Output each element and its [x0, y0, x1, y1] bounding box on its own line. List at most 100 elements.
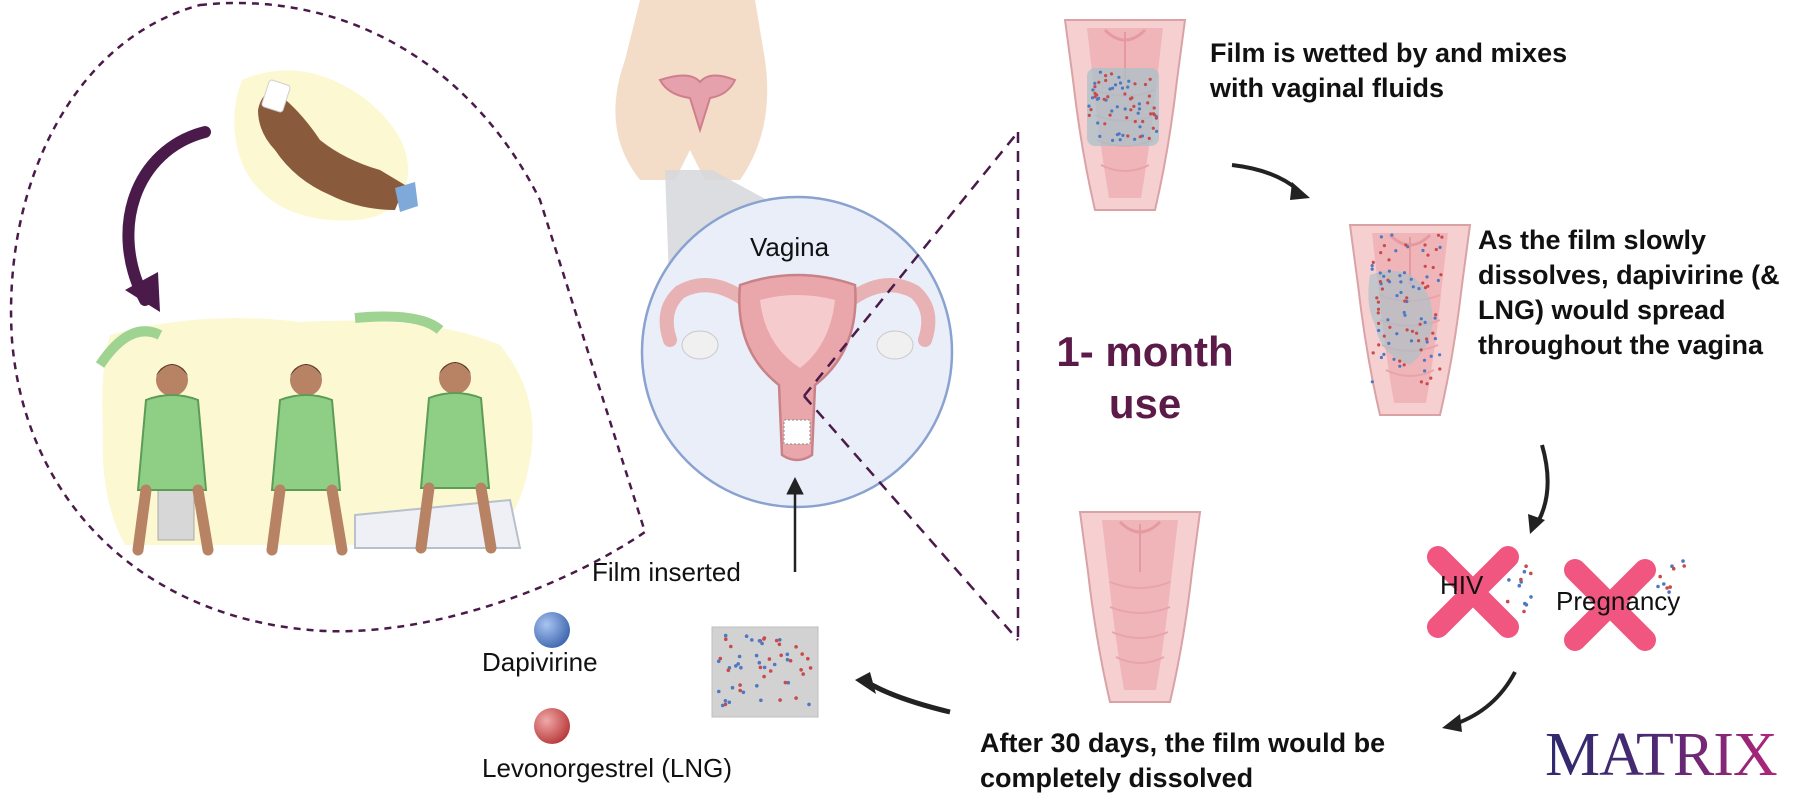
particle-dot	[739, 666, 743, 670]
particle-dot	[1426, 340, 1429, 343]
particle-dot	[799, 668, 803, 672]
particle-dot	[773, 663, 777, 667]
particle-dot	[1127, 80, 1130, 83]
particle-dot	[1658, 575, 1662, 579]
torso-illustration	[615, 0, 767, 180]
particle-dot	[1129, 108, 1132, 111]
particle-dot	[1098, 135, 1101, 138]
particle-dot	[1149, 78, 1152, 81]
particle-dot	[1425, 275, 1428, 278]
particle-dot	[1375, 296, 1378, 299]
particle-dot	[1155, 117, 1158, 120]
particle-dot	[1108, 87, 1111, 90]
particle-dot	[1403, 363, 1406, 366]
particle-dot	[1388, 280, 1391, 283]
particle-dot	[1529, 572, 1533, 576]
particle-dot	[738, 683, 742, 687]
particle-dot	[1434, 313, 1437, 316]
particle-dot	[1424, 286, 1427, 289]
particle-dot	[1682, 564, 1686, 568]
particle-dot	[1104, 79, 1107, 82]
particle-dot	[809, 666, 813, 670]
vaginal-tissue-icon	[1080, 512, 1200, 702]
particle-dot	[1435, 248, 1438, 251]
particle-dot	[789, 659, 793, 663]
particle-dot	[1121, 134, 1124, 137]
duration-label: 1- month use	[1035, 326, 1255, 430]
particle-dot	[1430, 355, 1433, 358]
legend-lng-marker	[534, 708, 570, 744]
particle-dot	[1388, 326, 1391, 329]
particle-dot	[1437, 279, 1440, 282]
particle-dot	[1507, 578, 1511, 582]
particle-dot	[1103, 122, 1106, 125]
particle-dot	[807, 703, 811, 707]
particle-dot	[1377, 311, 1380, 314]
hand-holding-film-icon	[234, 70, 418, 220]
vaginal-tissue-icon	[1350, 225, 1470, 415]
particle-dot	[1141, 120, 1144, 123]
step-arrow	[1442, 672, 1515, 732]
arrow-to-film	[855, 672, 950, 712]
particle-dot	[759, 699, 763, 703]
particle-dot	[1152, 112, 1155, 115]
matrix-logo: MATRIX	[1545, 722, 1777, 788]
particle-dot	[762, 675, 766, 679]
particle-dot	[738, 655, 742, 659]
particle-dot	[1106, 95, 1109, 98]
particle-dot	[1137, 112, 1140, 115]
particle-dot	[1371, 268, 1374, 271]
particle-dot	[1519, 578, 1523, 582]
particle-dot	[1421, 281, 1424, 284]
particle-dot	[1417, 339, 1420, 342]
particle-dot	[786, 653, 790, 657]
particle-dot	[1116, 133, 1119, 136]
particle-dot	[1377, 308, 1380, 311]
particle-dot	[1124, 107, 1127, 110]
particle-dot	[1523, 570, 1527, 574]
particle-dot	[1398, 274, 1401, 277]
particle-dot	[1117, 76, 1120, 79]
particle-dot	[1420, 380, 1423, 383]
particle-dot	[1417, 287, 1420, 290]
particle-dot	[1377, 329, 1380, 332]
particle-dot	[1398, 365, 1401, 368]
step-1-text: Film is wetted by and mixes with vaginal…	[1210, 36, 1610, 106]
dapivirine-label: Dapivirine	[482, 647, 598, 678]
particle-dot	[1088, 114, 1091, 117]
particle-dot	[1392, 358, 1395, 361]
particle-dot	[1403, 271, 1406, 274]
particle-dot	[1130, 96, 1133, 99]
particle-dot	[1411, 330, 1414, 333]
particle-dot	[1423, 369, 1426, 372]
particle-dot	[742, 691, 746, 695]
vaginal-tissue-icon	[1065, 20, 1185, 210]
particle-dot	[1405, 296, 1408, 299]
particle-dot	[1382, 353, 1385, 356]
particle-dot	[1381, 287, 1384, 290]
particle-dot	[1434, 337, 1437, 340]
particle-dot	[786, 658, 790, 662]
particle-dot	[1097, 97, 1100, 100]
particle-dot	[1138, 107, 1141, 110]
particle-dot	[794, 645, 798, 649]
particle-dot	[1420, 317, 1423, 320]
particle-dot	[1371, 264, 1374, 267]
particle-dot	[755, 684, 759, 688]
particle-dot	[1382, 275, 1385, 278]
pregnancy-label: Pregnancy	[1556, 586, 1680, 617]
particle-dot	[1110, 72, 1113, 75]
particle-dot	[1379, 280, 1382, 283]
particle-dot	[1138, 102, 1141, 105]
particle-dot	[1134, 120, 1137, 123]
particle-dot	[745, 634, 749, 638]
particle-dot	[1133, 138, 1136, 141]
particle-dot	[1423, 243, 1426, 246]
particle-dot	[1372, 261, 1375, 264]
particle-dot	[1383, 244, 1386, 247]
particle-dot	[758, 661, 762, 665]
particle-dot	[1425, 337, 1428, 340]
particle-dot	[1386, 318, 1389, 321]
particle-dot	[1388, 270, 1391, 273]
